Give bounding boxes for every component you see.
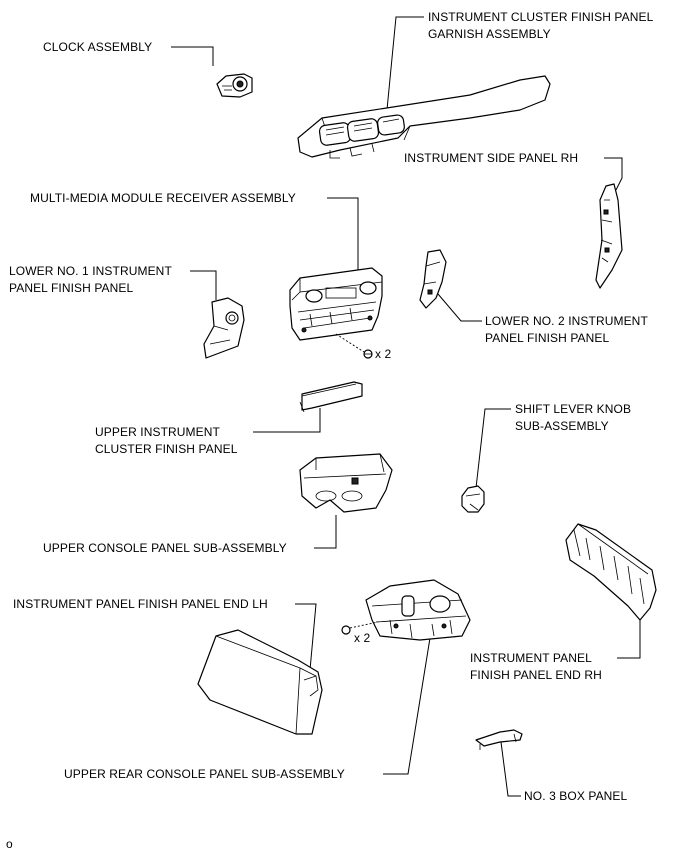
no3-box-part <box>475 729 523 750</box>
label-lower-no1: LOWER NO. 1 INSTRUMENT PANEL FINISH PANE… <box>9 263 172 297</box>
leader-cluster-garnish <box>385 16 424 121</box>
end-lh-part <box>197 629 323 735</box>
label-clock: CLOCK ASSEMBLY <box>43 39 152 56</box>
upper-rear-console-part <box>341 579 471 641</box>
leader-upper-console <box>314 515 337 549</box>
label-end-rh-line2: FINISH PANEL END RH <box>470 668 602 682</box>
upper-console-part <box>299 453 393 513</box>
label-upper-cluster-line1: UPPER INSTRUMENT <box>95 425 220 439</box>
leader-no3-box <box>500 741 521 797</box>
label-end-rh: INSTRUMENT PANEL FINISH PANEL END RH <box>470 650 602 684</box>
label-screw-qty-1-text: x 2 <box>375 347 392 361</box>
label-side-panel-rh: INSTRUMENT SIDE PANEL RH <box>404 150 578 167</box>
label-no3-box-text: NO. 3 BOX PANEL <box>524 789 628 803</box>
label-upper-rear-console-text: UPPER REAR CONSOLE PANEL SUB-ASSEMBLY <box>64 767 345 781</box>
label-multimedia-text: MULTI-MEDIA MODULE RECEIVER ASSEMBLY <box>30 191 296 205</box>
label-clock-text: CLOCK ASSEMBLY <box>43 40 153 54</box>
shift-knob-part <box>461 485 485 513</box>
label-multimedia: MULTI-MEDIA MODULE RECEIVER ASSEMBLY <box>30 190 296 207</box>
label-screw-qty-2-text: x 2 <box>354 631 371 645</box>
side-panel-rh-part <box>595 183 623 289</box>
label-side-panel-rh-text: INSTRUMENT SIDE PANEL RH <box>404 151 579 165</box>
label-end-rh-line1: INSTRUMENT PANEL <box>470 651 592 665</box>
leader-shift-knob <box>475 408 511 489</box>
label-upper-cluster-line2: CLUSTER FINISH PANEL <box>95 442 238 456</box>
label-upper-console-text: UPPER CONSOLE PANEL SUB-ASSEMBLY <box>43 541 287 555</box>
clock-part <box>216 73 253 98</box>
leader-end-lh <box>295 603 317 671</box>
leader-clock <box>171 46 214 66</box>
label-shift-knob-line1: SHIFT LEVER KNOB <box>515 402 632 416</box>
label-no3-box: NO. 3 BOX PANEL <box>524 788 627 805</box>
label-screw-qty-2: x 2 <box>354 630 370 647</box>
label-upper-console: UPPER CONSOLE PANEL SUB-ASSEMBLY <box>43 540 287 557</box>
multimedia-part <box>289 267 383 359</box>
end-rh-part <box>565 523 657 621</box>
leader-lines <box>171 16 641 797</box>
leader-side-panel-rh <box>604 157 623 191</box>
figure-id-text: o <box>6 837 13 851</box>
lower-no1-part <box>203 297 245 359</box>
leader-lower-no1 <box>190 270 217 300</box>
label-cluster-garnish: INSTRUMENT CLUSTER FINISH PANEL GARNISH … <box>428 9 653 43</box>
figure-id: o <box>6 836 13 853</box>
label-lower-no2-line1: LOWER NO. 2 INSTRUMENT <box>485 314 648 328</box>
leader-upper-rear-console <box>383 637 431 775</box>
label-upper-cluster: UPPER INSTRUMENT CLUSTER FINISH PANEL <box>95 424 237 458</box>
label-lower-no2: LOWER NO. 2 INSTRUMENT PANEL FINISH PANE… <box>485 313 648 347</box>
leader-lower-no2 <box>437 293 482 322</box>
label-lower-no1-line1: LOWER NO. 1 INSTRUMENT <box>9 264 172 278</box>
label-shift-knob: SHIFT LEVER KNOB SUB-ASSEMBLY <box>515 401 631 435</box>
label-lower-no2-line2: PANEL FINISH PANEL <box>485 331 610 345</box>
label-lower-no1-line2: PANEL FINISH PANEL <box>9 281 134 295</box>
leader-multimedia <box>327 197 359 270</box>
label-cluster-garnish-line1: INSTRUMENT CLUSTER FINISH PANEL <box>428 10 654 24</box>
label-upper-rear-console: UPPER REAR CONSOLE PANEL SUB-ASSEMBLY <box>64 766 345 783</box>
leader-upper-cluster <box>253 408 321 433</box>
label-end-lh-text: INSTRUMENT PANEL FINISH PANEL END LH <box>13 597 268 611</box>
label-cluster-garnish-line2: GARNISH ASSEMBLY <box>428 27 551 41</box>
cluster-garnish-part <box>297 75 551 159</box>
upper-cluster-part <box>299 381 363 413</box>
label-end-lh: INSTRUMENT PANEL FINISH PANEL END LH <box>13 596 268 613</box>
lower-no2-part <box>419 249 447 309</box>
label-shift-knob-line2: SUB-ASSEMBLY <box>515 419 609 433</box>
label-screw-qty-1: x 2 <box>375 346 391 363</box>
